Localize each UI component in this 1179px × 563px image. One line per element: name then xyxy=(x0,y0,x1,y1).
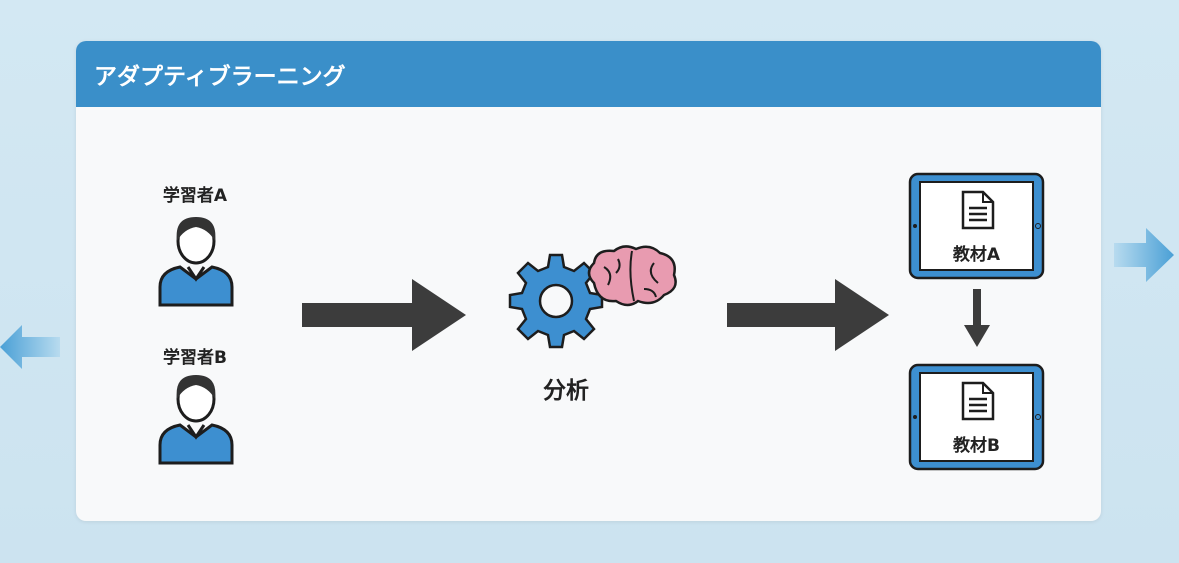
card-header: アダプティブラーニング xyxy=(76,41,1101,107)
next-arrow-button[interactable] xyxy=(1114,228,1176,286)
analysis-label: 分析 xyxy=(543,378,589,404)
card-title: アダプティブラーニング xyxy=(94,64,346,90)
down-arrow xyxy=(964,289,990,347)
diagram-card: アダプティブラーニング 学習者A 学習者B 分析 教材A xyxy=(76,41,1101,521)
brain-icon xyxy=(587,245,677,307)
document-icon xyxy=(961,381,995,421)
learner-b-label: 学習者B xyxy=(163,348,227,368)
person-icon xyxy=(158,217,234,307)
document-icon xyxy=(961,190,995,230)
person-icon xyxy=(158,375,234,465)
flow-arrow xyxy=(302,279,466,351)
flow-arrow xyxy=(727,279,889,351)
material-b-label: 教材B xyxy=(953,436,1000,456)
learner-a-label: 学習者A xyxy=(162,186,228,206)
arrow-left-icon xyxy=(0,325,60,369)
gear-icon xyxy=(508,253,604,349)
previous-arrow-button[interactable] xyxy=(0,325,62,373)
material-a-label: 教材A xyxy=(952,245,1001,265)
material-a-tablet: 教材A xyxy=(908,172,1045,280)
material-b-tablet: 教材B xyxy=(908,363,1045,471)
arrow-right-icon xyxy=(1114,228,1174,282)
